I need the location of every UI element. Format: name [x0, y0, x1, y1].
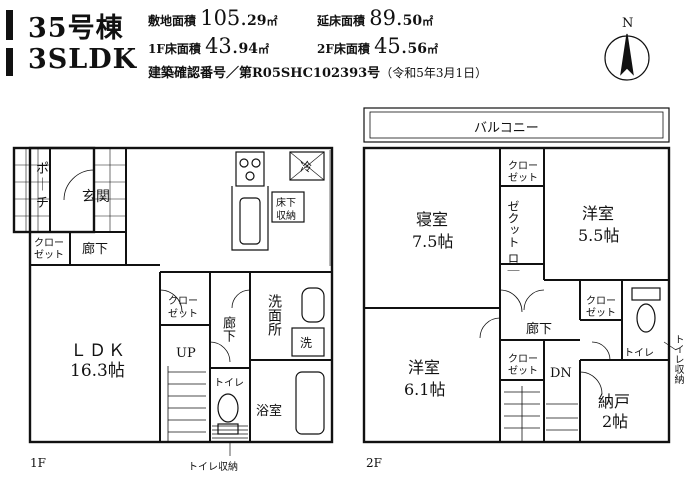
f1-area-unit: ㎡	[257, 43, 269, 56]
toilet-storage-1f-label: トイレ収納	[188, 462, 238, 473]
closet-b-label-1: クロー	[586, 296, 616, 307]
underfloor-label-1: 床下	[276, 198, 296, 209]
permit-date: （令和5年3月1日）	[380, 66, 488, 80]
floor-area-unit: ㎡	[422, 15, 434, 28]
lot-name: 35号棟	[28, 13, 124, 44]
dn-label: DN	[550, 366, 572, 381]
floor2-label: 2F	[366, 456, 382, 470]
closet-entry-label-2: ゼット	[34, 250, 64, 261]
corridor-1f-label: 廊下	[82, 242, 109, 257]
title-bar-marker	[6, 10, 13, 40]
f2-area-unit: ㎡	[426, 43, 438, 56]
western2-size: 6.1帖	[404, 380, 446, 399]
compass-north-label: N	[622, 16, 634, 31]
floor-area-dec: 50	[402, 13, 423, 29]
bedroom-label: 寝室	[416, 210, 449, 229]
storage-room-label: 納戸	[598, 392, 631, 411]
western1-size: 5.5帖	[578, 226, 620, 245]
washer-label: 洗	[300, 336, 313, 350]
f2-area-dec: 56	[407, 41, 427, 57]
walk-in-closet-label: ゼクット ロ｜	[506, 200, 520, 276]
closet-mid-label-1: クロー	[168, 296, 198, 307]
f1-area: 1F床面積 43.94㎡	[148, 34, 269, 58]
toilet-2f-label: トイレ	[624, 348, 654, 359]
floor1-plan	[12, 146, 334, 456]
permit-number: 建築確認番号／第R05SHC102393号	[148, 66, 381, 81]
closet-mid-label-2: ゼット	[168, 309, 198, 320]
site-area-unit: ㎡	[266, 15, 278, 28]
site-area-label: 敷地面積	[148, 14, 197, 28]
bathroom-label: 浴室	[256, 404, 283, 419]
washroom-label: 洗面所	[266, 294, 282, 336]
f2-area-int: 45.	[374, 34, 408, 58]
floor-area: 延床面積 89.50㎡	[317, 6, 433, 30]
layout-bar-marker	[6, 48, 13, 76]
up-label: UP	[176, 346, 196, 361]
entrance-label: 玄関	[82, 189, 110, 205]
closet-c-label-1: クロー	[508, 354, 538, 365]
bedroom-size: 7.5帖	[412, 232, 454, 251]
closet-a-label-2: ゼット	[508, 173, 538, 184]
site-area: 敷地面積 105.29㎡	[148, 6, 277, 30]
fridge-label: 冷	[300, 160, 313, 174]
f1-area-label: 1F床面積	[148, 42, 201, 56]
closet-a-label-1: クロー	[508, 161, 538, 172]
ldk-label: ＬＤＫ	[70, 341, 127, 361]
closet-b-label-2: ゼット	[586, 308, 616, 319]
western1-label: 洋室	[582, 204, 615, 223]
underfloor-label-2: 収納	[276, 211, 296, 222]
porch-label-c: チ	[36, 196, 50, 211]
site-area-int: 105.	[200, 6, 247, 30]
f1-area-int: 43.	[205, 34, 239, 58]
toilet-1f-label: トイレ	[214, 378, 244, 389]
floor1-label: 1F	[30, 456, 46, 470]
corridor-vertical-label: 廊下	[220, 316, 235, 342]
porch-label-b: ｜	[36, 178, 50, 193]
permit-info: 建築確認番号／第R05SHC102393号（令和5年3月1日）	[148, 62, 487, 81]
storage-room-size: 2帖	[602, 412, 629, 431]
f2-area: 2F床面積 45.56㎡	[317, 34, 438, 58]
floor-area-label: 延床面積	[317, 14, 366, 28]
site-area-dec: 29	[246, 13, 267, 29]
closet-entry-label-1: クロー	[34, 238, 64, 249]
f1-area-dec: 94	[238, 41, 258, 57]
f2-area-label: 2F床面積	[317, 42, 370, 56]
floor2-plan	[362, 107, 677, 444]
layout-type: 3SLDK	[28, 44, 138, 75]
closet-c-label-2: ゼット	[508, 366, 538, 377]
north-compass-icon	[604, 33, 650, 81]
balcony-label: バルコニー	[474, 121, 539, 136]
floor-area-int: 89.	[369, 6, 403, 30]
ldk-size: 16.3帖	[70, 361, 125, 381]
western2-label: 洋室	[408, 358, 441, 377]
corridor-2f-label: 廊下	[526, 322, 553, 337]
porch-label-a: ポ	[36, 162, 50, 177]
toilet-storage-2f-label: トイレ収納	[672, 334, 683, 384]
